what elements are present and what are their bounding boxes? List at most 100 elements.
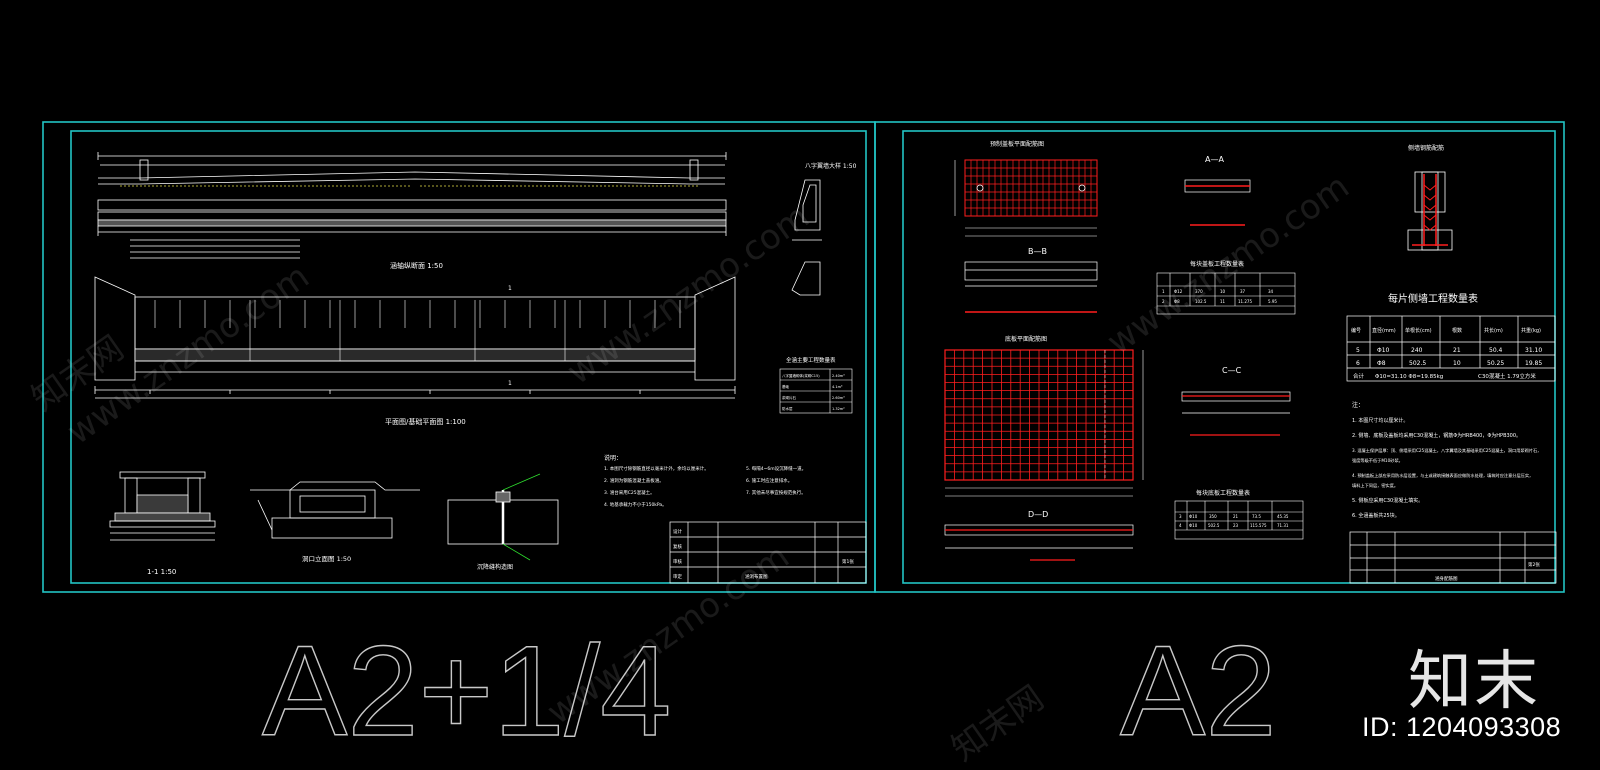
sheet-label-right: A2 <box>1120 620 1277 763</box>
base-row2-wt: 71.31 <box>1277 523 1289 528</box>
plate-row2-wt: 5.95 <box>1268 299 1277 304</box>
plate-row2-cnt: 11 <box>1220 299 1226 304</box>
settlement-joint <box>447 473 559 561</box>
brand-id: ID: 1204093308 <box>1362 712 1562 742</box>
quantity-row-1-item: 八字翼墙砌体(浆砌C15) <box>782 373 820 378</box>
big-row2-tot: 50.25 <box>1487 360 1504 367</box>
big-row2-dia: Φ8 <box>1377 360 1386 367</box>
note-left-1: 1. 本图尺寸除钢筋直径以毫米计外，余均以厘米计。 <box>604 465 709 472</box>
note-right-1: 1. 本图尺寸均以厘米计。 <box>1352 417 1408 424</box>
title-block-left-row3: 审核 <box>673 558 682 565</box>
title-plan: 平面图/基础平面图 1:100 <box>385 417 466 426</box>
big-row2-cnt: 10 <box>1453 360 1461 367</box>
note-right-5: 5. 侧板应采用C30混凝土填实。 <box>1352 497 1423 504</box>
outlet-elevation <box>250 481 420 539</box>
quantity-row-1-val: 2.40m³ <box>832 374 845 378</box>
longitudinal-section <box>97 152 727 259</box>
base-row2-len: 502.5 <box>1208 523 1220 528</box>
plate-row2-dia: Φ8 <box>1174 299 1180 304</box>
title-block-left <box>669 521 867 584</box>
title-bb: B—B <box>1028 247 1047 256</box>
title-block-right-num: 第2张 <box>1528 561 1540 568</box>
plate-row1-dia: Φ12 <box>1174 289 1183 294</box>
base-table-title: 每块底板工程数量表 <box>1196 489 1250 497</box>
note-right-4: 4. 预制盖板上部应采用防水层设置，与土或建筑接触表面应做防水处理，填筑时应注意… <box>1352 472 1533 479</box>
quantity-row-2-val: 4.1m³ <box>832 385 843 389</box>
title-base-plan: 底板平面配筋图 <box>1005 335 1047 343</box>
big-row1-len: 240 <box>1411 347 1423 354</box>
quantity-row-4-val: 1.32m² <box>832 407 845 411</box>
left-inner-frame <box>70 130 867 584</box>
big-table-h4: 根数 <box>1452 327 1462 334</box>
title-outlet: 洞口立面图 1:50 <box>302 554 351 563</box>
base-row2-no: 4 <box>1179 523 1182 528</box>
title-aa: A—A <box>1205 155 1224 164</box>
base-row2-dia: Φ10 <box>1189 523 1198 528</box>
title-block-right-drawing: 涵身配筋图 <box>1435 575 1458 582</box>
wing-wall-detail <box>791 179 822 296</box>
right-outer-frame <box>874 121 1565 593</box>
plate-row2-len: 102.5 <box>1195 299 1207 304</box>
note-right-4b: 填料上下同层，密实度。 <box>1352 482 1398 489</box>
plate-row1-tot: 37 <box>1240 289 1246 294</box>
big-row1-no: 5 <box>1356 347 1360 354</box>
section-1-1 <box>109 471 216 541</box>
quantity-row-4-item: 防水层 <box>782 406 793 411</box>
base-row1-wt: 45.35 <box>1277 514 1289 519</box>
base-row2-tot: 115.575 <box>1250 523 1267 528</box>
big-row1-cnt: 21 <box>1453 347 1461 354</box>
base-row1-tot: 73.5 <box>1252 514 1261 519</box>
section-a-a <box>1184 179 1251 226</box>
note-right-6: 6. 全涵盖板共25块。 <box>1352 512 1400 519</box>
title-joint: 沉降缝构造图 <box>477 563 513 571</box>
big-row1-dia: Φ10 <box>1377 347 1390 354</box>
plate-quantity-table <box>1156 272 1296 315</box>
note-left-7: 7. 其他未尽事宜按规范执行。 <box>746 489 806 496</box>
big-row2-wt: 19.85 <box>1525 360 1542 367</box>
big-table-h5: 共长(m) <box>1484 327 1503 334</box>
plate-row1-cnt: 10 <box>1220 289 1226 294</box>
title-block-right <box>1349 531 1557 584</box>
plate-plan <box>954 159 1098 237</box>
title-wing: 八字翼墙大样 1:50 <box>805 162 857 170</box>
title-block-left-row4: 审定 <box>673 573 682 580</box>
title-dd: D—D <box>1028 510 1048 519</box>
title-wall-rebar: 侧墙钢筋配筋 <box>1408 144 1444 152</box>
big-table-h1: 编号 <box>1351 327 1361 334</box>
plate-row2-no: 2 <box>1162 299 1165 304</box>
note-left-3: 3. 涵台采用C25混凝土。 <box>604 489 655 496</box>
quantity-table <box>779 368 853 414</box>
section-b-b <box>964 261 1098 313</box>
plate-row1-len: 370 <box>1195 289 1203 294</box>
right-sheet: 预制盖板平面配筋图 B—B A—A 每块盖板工程数量表 1 Φ12 370 <box>874 121 1565 593</box>
title-longitudinal: 涵轴纵断面 1:50 <box>390 261 443 270</box>
plan-section-mark-bottom: 1 <box>508 380 512 387</box>
wall-rebar-detail <box>1407 171 1453 251</box>
big-table-h2: 直径(mm) <box>1372 327 1396 334</box>
plate-row2-tot: 11.275 <box>1238 299 1252 304</box>
big-table-title: 每片侧墙工程数量表 <box>1388 292 1478 305</box>
plan-section-mark-top: 1 <box>508 285 512 292</box>
note-left-4: 4. 地基承载力不小于150kPa。 <box>604 501 667 508</box>
big-row1-wt: 31.10 <box>1525 347 1542 354</box>
note-right-2: 2. 侧墙、底板及盖板均采用C30混凝土，钢筋Φ为HRB400，Φ为HPB300… <box>1352 432 1521 439</box>
base-row1-cnt: 21 <box>1233 514 1239 519</box>
big-row2-len: 502.5 <box>1409 360 1426 367</box>
big-total-concrete: C30混凝土 1.79立方米 <box>1478 372 1536 380</box>
quantity-row-3-val: 2.60m³ <box>832 396 845 400</box>
big-table-h3: 单根长(cm) <box>1405 327 1432 334</box>
sheet-label-left: A2+1/4 <box>262 620 671 763</box>
title-cc: C—C <box>1222 366 1242 375</box>
big-total-steel: Φ10=31.10 Φ8=19.85kg <box>1375 374 1443 380</box>
plate-table-title: 每块盖板工程数量表 <box>1190 260 1244 268</box>
title-block-left-row1: 设计 <box>673 528 682 535</box>
note-left-2: 2. 涵洞为钢筋混凝土盖板涵。 <box>604 477 664 484</box>
brand-logo-text: 知末 <box>1408 645 1540 719</box>
base-row1-dia: Φ10 <box>1189 514 1198 519</box>
base-plan <box>944 349 1144 497</box>
base-row1-no: 3 <box>1179 514 1182 519</box>
notes-heading-left: 说明： <box>604 454 622 462</box>
quantity-row-2-item: 基础 <box>782 384 790 389</box>
quantity-table-title: 全涵主要工程数量表 <box>786 356 836 364</box>
